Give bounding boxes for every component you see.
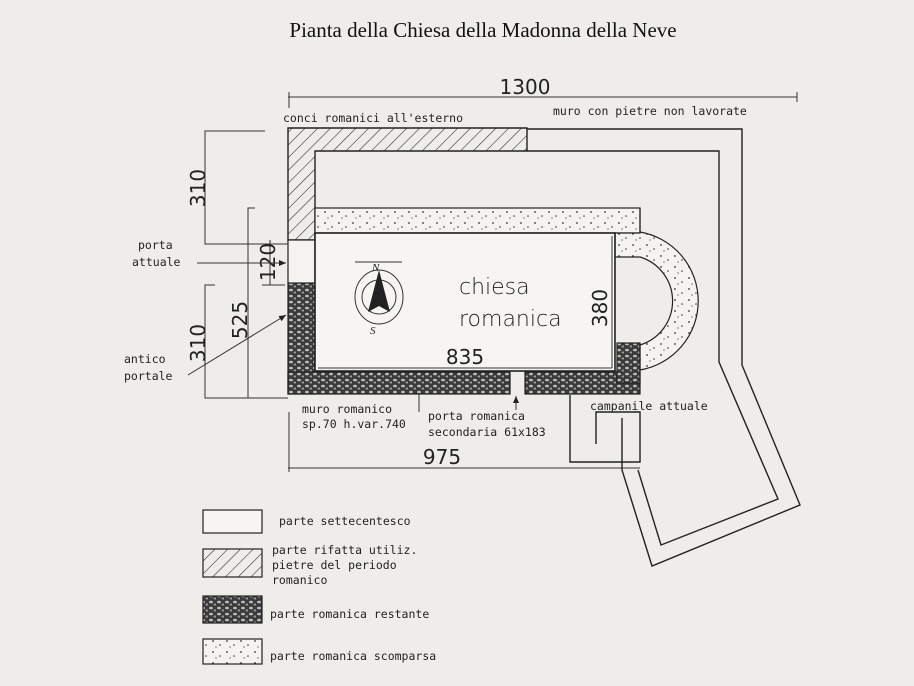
svg-text:romanico: romanico	[272, 573, 327, 587]
legend-item-restante: parte romanica restante	[202, 595, 429, 624]
label-muro-romanico-2: sp.70 h.var.740	[302, 417, 406, 431]
church-label-line2: romanica	[459, 307, 562, 332]
dimension-door: 120	[256, 240, 285, 286]
legend-item-settecentesco: parte settecentesco	[202, 509, 411, 534]
dimension-left-total: 525	[228, 207, 288, 399]
remaining-romanesque-wall	[287, 282, 641, 395]
legend-item-scomparsa: parte romanica scomparsa	[202, 638, 436, 665]
label-muro-pietre: muro con pietre non lavorate	[553, 104, 747, 118]
svg-text:S: S	[370, 325, 376, 337]
svg-text:975: 975	[423, 445, 461, 469]
dimension-total-length: 1300	[288, 75, 798, 108]
svg-text:parte settecentesco: parte settecentesco	[279, 514, 411, 528]
current-door	[287, 239, 316, 284]
svg-text:parte romanica scomparsa: parte romanica scomparsa	[270, 649, 436, 663]
label-conci: conci romanici all'esterno	[283, 111, 463, 125]
dimension-left-bottom: 310	[186, 284, 250, 399]
disappeared-romanesque-wall	[314, 207, 699, 371]
svg-text:1300: 1300	[500, 75, 551, 99]
church-label-line1: chiesa	[459, 275, 530, 300]
enclosure-wall	[527, 128, 801, 567]
label-muro-romanico-1: muro romanico	[302, 402, 392, 416]
svg-text:310: 310	[186, 324, 210, 362]
church-nave	[314, 232, 616, 372]
label-antico-portale-1: antico	[124, 352, 166, 366]
label-porta-attuale-2: attuale	[132, 255, 181, 269]
plan-title: Pianta della Chiesa della Madonna della …	[289, 18, 676, 42]
legend-item-rifatta: parte rifatta utiliz. pietre del periodo…	[202, 543, 417, 587]
svg-text:parte romanica restante: parte romanica restante	[270, 607, 429, 621]
svg-text:120: 120	[256, 243, 280, 281]
svg-text:parte rifatta utiliz.: parte rifatta utiliz.	[272, 543, 417, 557]
dimension-outer-length: 975	[288, 412, 640, 472]
svg-text:N: N	[371, 262, 380, 274]
label-porta-romanica-1: porta romanica	[428, 409, 525, 423]
dimension-width: 380	[588, 289, 612, 327]
svg-text:pietre del periodo: pietre del periodo	[272, 558, 397, 572]
dimension-left-top: 310	[186, 130, 288, 245]
dimension-inner-length: 835	[446, 345, 484, 369]
label-campanile: campanile attuale	[590, 399, 708, 413]
compass-icon: N S	[354, 261, 404, 337]
legend: parte settecentesco parte rifatta utiliz…	[202, 509, 436, 665]
label-porta-attuale-1: porta	[138, 238, 173, 252]
svg-text:525: 525	[228, 301, 252, 339]
svg-text:310: 310	[186, 169, 210, 207]
label-antico-portale-2: portale	[124, 369, 173, 383]
label-porta-romanica-2: secondaria 61x183	[428, 425, 546, 439]
